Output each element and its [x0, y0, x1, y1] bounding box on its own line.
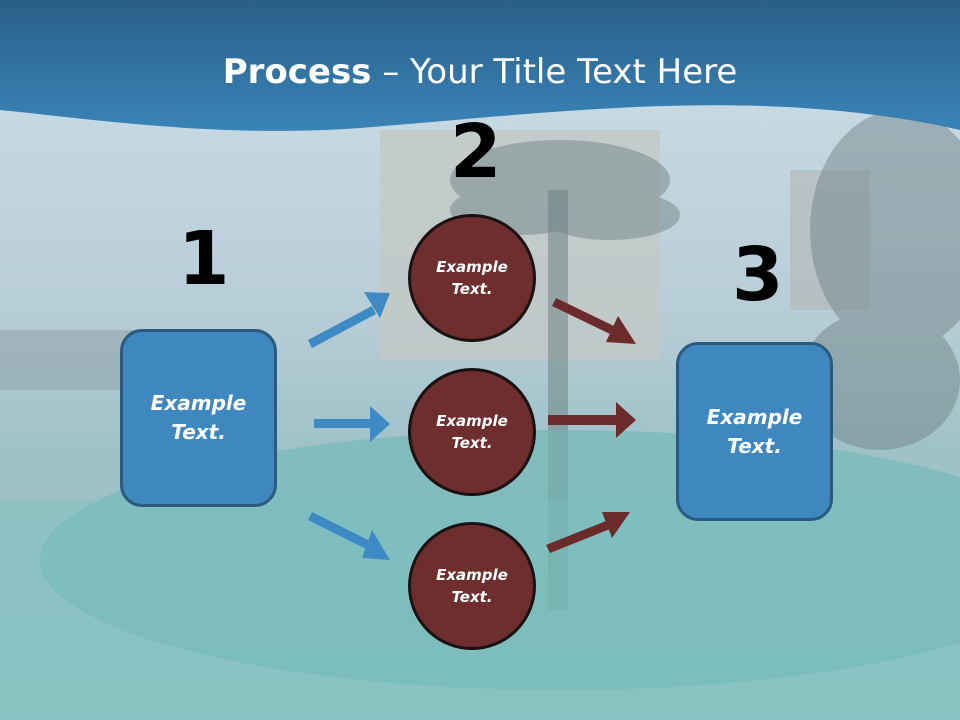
arrow-from-circle-1 [552, 298, 636, 344]
title-rest: – Your Title Text Here [371, 52, 738, 92]
step-number-2: 2 [450, 109, 502, 195]
circle-3-line1: Example [436, 565, 508, 584]
arrow-to-circle-1 [308, 292, 390, 348]
end-box-line1: Example [706, 404, 803, 429]
arrow-from-circle-2 [548, 402, 636, 438]
title-bold: Process [222, 52, 372, 92]
arrow-from-circle-3 [546, 512, 630, 553]
step-number-1: 1 [178, 216, 230, 302]
start-box-line2: Text. [171, 420, 226, 444]
step-number-3: 3 [732, 232, 784, 318]
arrow-to-circle-3 [308, 512, 390, 560]
circle-3-line2: Text. [451, 588, 493, 606]
circle-2-line2: Text. [451, 434, 493, 452]
arrow-to-circle-2 [314, 406, 390, 442]
circle-1-line1: Example [436, 257, 508, 276]
circle-2-line1: Example [436, 411, 508, 430]
start-box-line1: Example [150, 391, 247, 415]
end-box-line2: Text. [727, 433, 782, 458]
circle-1-line2: Text. [451, 280, 493, 298]
page-title: Process – Your Title Text Here [0, 52, 960, 92]
